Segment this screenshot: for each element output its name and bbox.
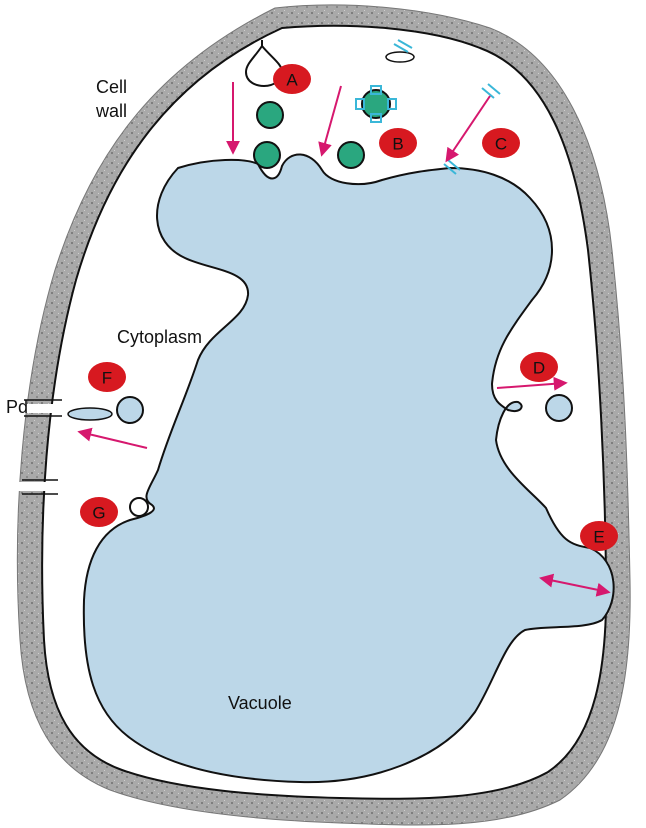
svg-text:F: F [102, 369, 112, 388]
vesicle-f [117, 397, 143, 423]
svg-text:E: E [593, 528, 604, 547]
green-vesicle [338, 142, 364, 168]
label-pd: Pd [6, 397, 28, 417]
svg-text:A: A [286, 71, 298, 90]
green-vesicle [257, 102, 283, 128]
svg-text:D: D [533, 359, 545, 378]
label-cell-wall-line1: Cell [96, 77, 127, 97]
marker-f: F [88, 362, 126, 392]
marker-b: B [379, 128, 417, 158]
marker-a: A [273, 64, 311, 94]
label-cytoplasm: Cytoplasm [117, 327, 202, 347]
marker-c: C [482, 128, 520, 158]
marker-d: D [520, 352, 558, 382]
green-vesicle [254, 142, 280, 168]
vesicle-g [130, 498, 148, 516]
svg-text:G: G [92, 504, 105, 523]
svg-text:C: C [495, 135, 507, 154]
marker-g: G [80, 497, 118, 527]
svg-text:B: B [392, 135, 403, 154]
label-cell-wall-line2: wall [95, 101, 127, 121]
label-vacuole: Vacuole [228, 693, 292, 713]
marker-e: E [580, 521, 618, 551]
pd-vesicle [68, 408, 112, 420]
vesicle-d [546, 395, 572, 421]
